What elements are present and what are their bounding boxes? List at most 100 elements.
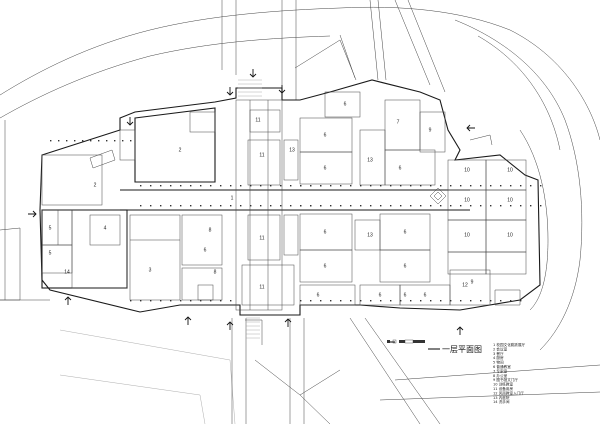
column [400,185,402,187]
column [140,300,142,302]
column [240,185,242,187]
column [460,205,462,207]
column [470,185,472,187]
column [470,205,472,207]
column [330,185,332,187]
column [150,185,152,187]
column [310,185,312,187]
entrance-arrow [466,124,475,132]
column [210,205,212,207]
column [520,300,522,302]
column [450,300,452,302]
room-number-label: 6 [399,165,402,171]
legend-item: 1 校园文化跳跃展厅 [493,342,526,347]
column [430,185,432,187]
entrance-arrow [456,326,464,335]
column [170,300,172,302]
legend-item: 5 物间 [493,360,504,365]
room-number-label: 11 [259,235,264,241]
column [380,185,382,187]
column [460,300,462,302]
entrance-arrow [226,87,234,96]
column [130,300,132,302]
entrance-arrow [126,117,134,126]
entrance-arrows [28,69,475,335]
column [58,140,60,142]
column [530,185,532,187]
column [98,140,100,142]
column [520,185,522,187]
column [200,185,202,187]
room-number-label: 6 [204,247,207,253]
column [280,205,282,207]
column [140,185,142,187]
room-number-label: 3 [149,267,152,273]
room-number-label: 6 [324,263,327,269]
room-number-label: 1 [231,195,234,201]
room-number-label: 6 [404,229,407,235]
column [500,300,502,302]
column [200,205,202,207]
column [300,300,302,302]
column [300,205,302,207]
room-number-label: 12 [462,282,468,288]
room-number-label: 10 [464,167,470,173]
column [420,300,422,302]
column [510,300,512,302]
column [50,140,52,142]
column [160,185,162,187]
room-number-label: 10 [464,197,470,203]
room-number-label: 10 [507,232,513,238]
column [114,140,116,142]
column [400,300,402,302]
room-number-label: 9 [471,279,474,285]
courtyard-markers [429,187,447,205]
column [330,300,332,302]
room-number-label: 8 [209,227,212,233]
column [440,185,442,187]
column [450,205,452,207]
entrance-arrow [249,69,257,78]
column [510,205,512,207]
column [340,300,342,302]
room-number-label: 13 [289,147,295,153]
column [540,185,542,187]
column [140,205,142,207]
column [90,140,92,142]
room-number-label: 6 [324,165,327,171]
central-corridor [120,99,470,311]
column [250,185,252,187]
column [400,205,402,207]
column [360,300,362,302]
room-number-label: 6 [379,292,382,298]
column [280,185,282,187]
column [530,205,532,207]
column [106,140,108,142]
room-number-label: 2 [94,182,97,188]
legend-item: 7 专家室 [493,368,508,373]
column [410,300,412,302]
column [290,205,292,207]
column [122,140,124,142]
column [410,205,412,207]
column [250,205,252,207]
legend-item: 14 洗手间 [493,399,510,404]
column [470,300,472,302]
column [340,205,342,207]
column [150,205,152,207]
column [520,205,522,207]
column [360,185,362,187]
room-number-label: 10 [507,167,513,173]
column [160,300,162,302]
left-wing [41,154,223,301]
column [270,185,272,187]
column [82,140,84,142]
column [360,205,362,207]
column [210,300,212,302]
column [390,185,392,187]
column [170,185,172,187]
column [420,185,422,187]
room-number-label: 5 [49,250,52,256]
room-number-label: 7 [397,119,400,125]
